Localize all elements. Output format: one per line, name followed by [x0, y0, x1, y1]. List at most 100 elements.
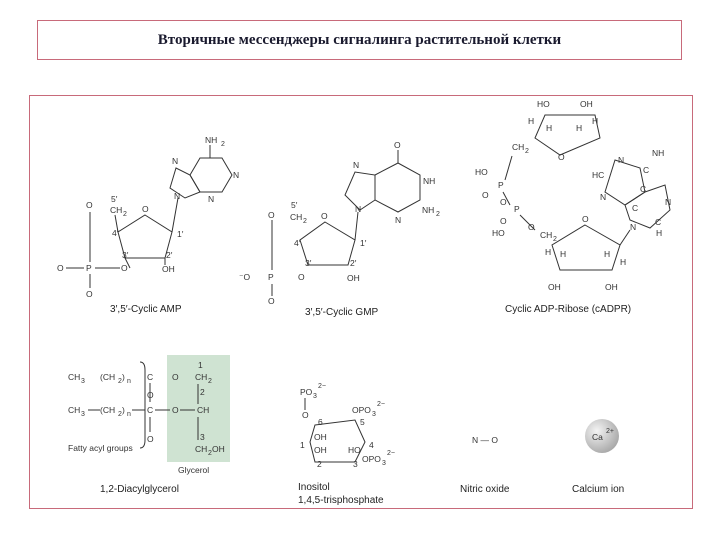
svg-text:3: 3 — [313, 393, 317, 400]
svg-text:OH: OH — [605, 282, 618, 292]
svg-text:P: P — [498, 180, 504, 190]
svg-text:N: N — [172, 156, 178, 166]
svg-text:N: N — [395, 215, 401, 225]
svg-text:(CH: (CH — [100, 372, 115, 382]
ip3-caption-1: Inositol — [298, 482, 330, 493]
figure-frame — [29, 95, 693, 509]
svg-text:2: 2 — [317, 459, 322, 469]
svg-text:H: H — [576, 123, 582, 133]
svg-text:4: 4 — [369, 440, 374, 450]
svg-text:C: C — [640, 184, 646, 194]
svg-text:HO: HO — [348, 445, 361, 455]
svg-text:N: N — [353, 160, 359, 170]
svg-text:5: 5 — [360, 417, 365, 427]
svg-text:C: C — [643, 165, 649, 175]
svg-text:): ) — [122, 405, 125, 415]
svg-text:OH: OH — [314, 432, 327, 442]
svg-text:N: N — [208, 194, 214, 204]
svg-text:H: H — [620, 257, 626, 267]
svg-text:O: O — [500, 216, 507, 226]
glycerol-highlight — [167, 355, 230, 462]
camp-caption: 3′,5′-Cyclic AMP — [110, 304, 182, 315]
svg-text:2: 2 — [200, 387, 205, 397]
svg-text:O: O — [121, 263, 128, 273]
svg-text:2: 2 — [118, 411, 122, 418]
svg-text:2′: 2′ — [350, 258, 357, 268]
svg-text:O: O — [302, 410, 309, 420]
svg-text:O: O — [142, 204, 149, 214]
svg-text:H: H — [656, 228, 662, 238]
svg-text:CH: CH — [195, 372, 207, 382]
svg-text:5′: 5′ — [291, 200, 298, 210]
svg-text:OPO: OPO — [352, 405, 371, 415]
svg-text:PO: PO — [300, 387, 313, 397]
svg-text:NH: NH — [422, 205, 434, 215]
glycerol-label: Glycerol — [178, 465, 209, 475]
svg-text:P: P — [268, 272, 274, 282]
svg-text:n: n — [127, 411, 131, 418]
svg-text:O: O — [558, 152, 565, 162]
title-box: Вторичные мессенджеры сигналинга растите… — [37, 20, 682, 60]
ca-caption: Calcium ion — [572, 484, 624, 495]
svg-text:H: H — [546, 123, 552, 133]
svg-text:C: C — [632, 203, 638, 213]
svg-text:3: 3 — [353, 459, 358, 469]
svg-text:1′: 1′ — [360, 238, 367, 248]
svg-text:2−: 2− — [377, 401, 385, 408]
svg-text:O: O — [268, 210, 275, 220]
svg-text:2−: 2− — [387, 450, 395, 457]
svg-text:O: O — [482, 190, 489, 200]
svg-text:2′: 2′ — [166, 250, 173, 260]
svg-text:O: O — [86, 289, 93, 299]
svg-text:O: O — [321, 211, 328, 221]
svg-text:6: 6 — [318, 417, 323, 427]
svg-text:CH: CH — [540, 230, 552, 240]
svg-text:1: 1 — [300, 440, 305, 450]
svg-text:CH: CH — [197, 405, 209, 415]
svg-text:OH: OH — [212, 444, 225, 454]
svg-text:N: N — [665, 197, 671, 207]
svg-text:HO: HO — [537, 99, 550, 109]
svg-text:O: O — [298, 272, 305, 282]
no-caption: Nitric oxide — [460, 484, 510, 495]
ip3-caption-2: 1,4,5-trisphosphate — [298, 495, 384, 506]
svg-text:2: 2 — [118, 378, 122, 385]
calcium-charge: 2+ — [606, 428, 614, 435]
svg-text:n: n — [127, 378, 131, 385]
svg-text:HC: HC — [592, 170, 604, 180]
svg-text:(CH: (CH — [100, 405, 115, 415]
svg-text:3′: 3′ — [305, 258, 312, 268]
svg-text:1: 1 — [198, 360, 203, 370]
svg-text:O: O — [268, 296, 275, 306]
svg-text:3′: 3′ — [122, 250, 129, 260]
svg-text:OH: OH — [314, 445, 327, 455]
svg-text:H: H — [545, 247, 551, 257]
svg-text:NH: NH — [205, 135, 217, 145]
cgmp-caption: 3′,5′-Cyclic GMP — [305, 307, 379, 318]
svg-text:3: 3 — [200, 432, 205, 442]
svg-text:H: H — [560, 249, 566, 259]
svg-text:2: 2 — [208, 378, 212, 385]
svg-text:2: 2 — [303, 218, 307, 225]
svg-text:H: H — [604, 249, 610, 259]
svg-text:C: C — [147, 405, 153, 415]
svg-text:O: O — [582, 214, 589, 224]
svg-text:OH: OH — [580, 99, 593, 109]
svg-text:4′: 4′ — [294, 238, 301, 248]
svg-text:O: O — [172, 405, 179, 415]
svg-text:2: 2 — [123, 211, 127, 218]
svg-text:NH: NH — [423, 176, 435, 186]
svg-text:2: 2 — [553, 236, 557, 243]
svg-text:CH: CH — [68, 372, 80, 382]
svg-text:OH: OH — [548, 282, 561, 292]
svg-text:O: O — [147, 390, 154, 400]
svg-text:N: N — [355, 204, 361, 214]
svg-text:P: P — [514, 204, 520, 214]
svg-text:5′: 5′ — [111, 194, 118, 204]
svg-text:N: N — [233, 170, 239, 180]
